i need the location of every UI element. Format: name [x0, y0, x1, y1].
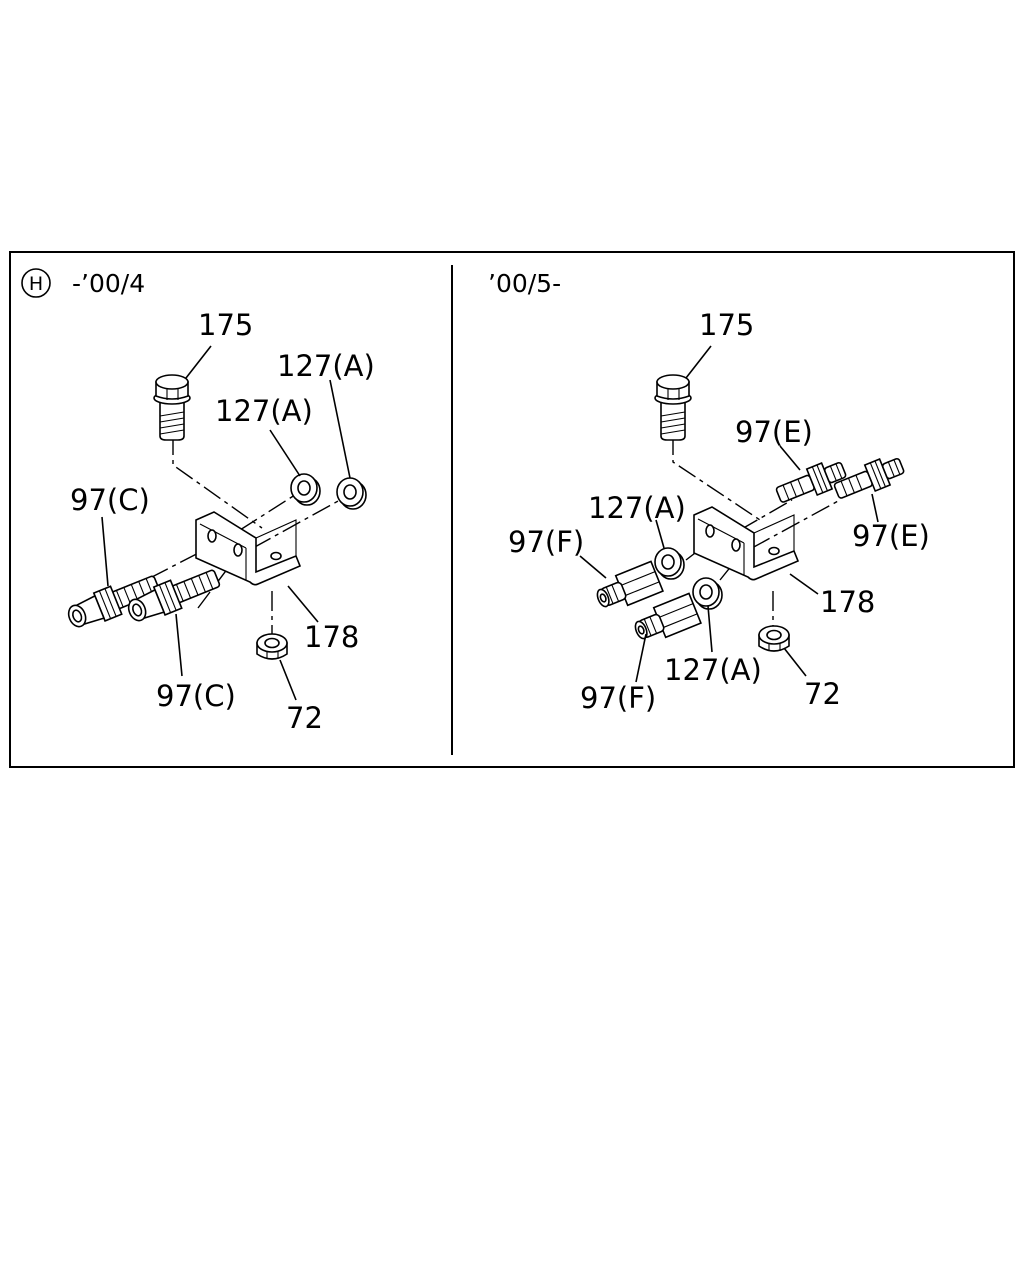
fitting-97f-upper-shape [591, 560, 664, 616]
nut-127a-lower-shape-right [692, 577, 723, 610]
label-127a-lower-right: 127(A) [664, 653, 762, 687]
nut-127a-upper-shape-right [654, 547, 685, 580]
label-127a-upper: 127(A) [277, 349, 375, 383]
nut-72-shape [256, 633, 288, 660]
diagram-frame [9, 251, 1015, 768]
label-127a-middle: 127(A) [215, 394, 313, 428]
label-127a-upper-right: 127(A) [588, 491, 686, 525]
label-178-right: 178 [820, 585, 875, 619]
section-mark: H [29, 273, 43, 295]
label-97c-lower: 97(C) [156, 679, 236, 713]
nut-72-shape-right [758, 625, 790, 652]
nut-127a-middle-shape [290, 473, 321, 506]
label-178: 178 [304, 620, 359, 654]
fitting-97f-lower-shape [629, 592, 702, 648]
right-panel: ’00/5- 175 97(E) 97(E) 127(A) 97(F) 1 [488, 269, 930, 715]
bracket-178-shape-right [693, 506, 799, 581]
bolt-175-shape-right [654, 374, 692, 441]
label-175-right: 175 [699, 308, 754, 342]
label-97c-upper: 97(C) [70, 483, 150, 517]
section-mark-circle [21, 268, 51, 298]
label-97f-upper: 97(F) [508, 525, 584, 559]
label-97e-left: 97(E) [735, 415, 813, 449]
label-97e-right: 97(E) [852, 519, 930, 553]
bolt-175-shape [153, 374, 191, 441]
label-97f-lower: 97(F) [580, 681, 656, 715]
label-175: 175 [198, 308, 253, 342]
nut-127a-upper-shape [336, 477, 367, 510]
label-72: 72 [286, 701, 323, 735]
label-72-right: 72 [804, 677, 841, 711]
right-panel-header: ’00/5- [488, 269, 561, 298]
left-panel-header: -’00/4 [72, 269, 145, 298]
left-panel: H -’00/4 175 127(A) 127(A) 97(C) 178 97(… [21, 268, 375, 735]
